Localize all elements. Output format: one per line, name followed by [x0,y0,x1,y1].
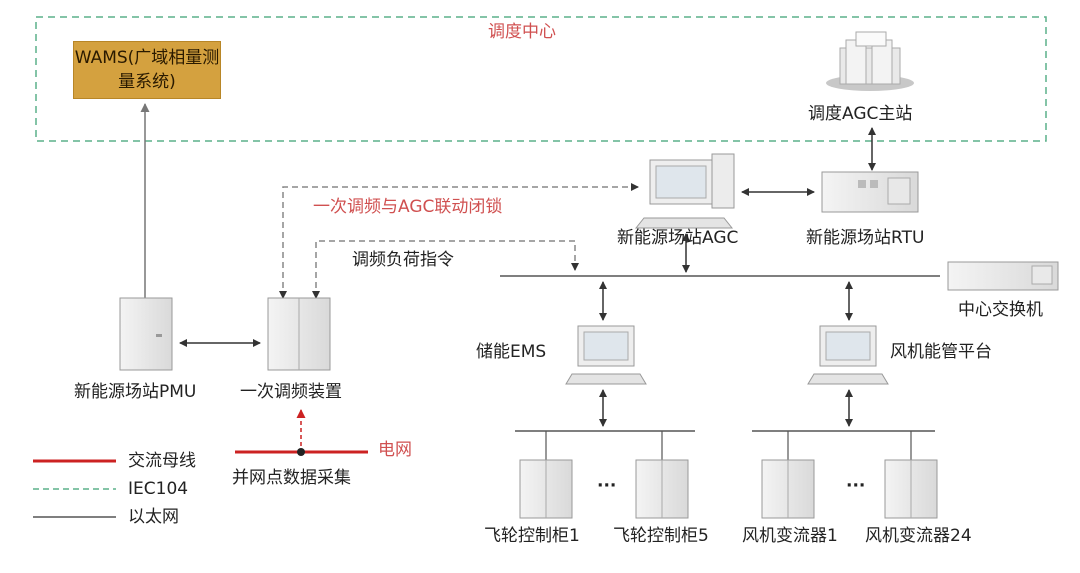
load-command-link [312,240,579,299]
converter-ellipsis: ··· [846,476,866,496]
interlock-link [279,183,639,299]
flywheel-cabinet-5-icon [635,459,689,519]
dispatch-center-title: 调度中心 [488,22,556,42]
grid-tap-dot [297,448,305,456]
pfr-device-label: 一次调频装置 [240,382,342,402]
wams-box: WAMS(广域相量测量系统) [73,41,221,99]
flywheel-5-label: 飞轮控制柜5 [613,526,709,546]
central-switch-label: 中心交换机 [958,300,1043,320]
station-rtu-icon [821,171,919,213]
agc-master-label: 调度AGC主站 [808,104,913,124]
legend-ethernet-label: 以太网 [128,507,179,527]
flywheel-ellipsis: ··· [597,476,617,496]
flywheel-1-label: 飞轮控制柜1 [484,526,580,546]
station-agc-label: 新能源场站AGC [617,228,739,248]
station-rtu-label: 新能源场站RTU [806,228,925,248]
agc-master-server-icon [826,31,914,91]
station-agc-computer-icon [634,153,735,229]
station-pmu-label: 新能源场站PMU [74,382,197,402]
legend-iec104-label: IEC104 [128,479,189,499]
load-command-label: 调频负荷指令 [352,250,454,270]
pfr-device-icon [267,297,331,371]
legend-ac-bus-label: 交流母线 [128,451,196,471]
converter-24-label: 风机变流器24 [865,526,972,546]
grid-sampling-label: 并网点数据采集 [232,468,351,488]
converter-1-icon [761,459,815,519]
converter-1-label: 风机变流器1 [742,526,838,546]
wind-platform-computer-icon [807,325,889,385]
storage-ems-label: 储能EMS [476,342,547,362]
converter-24-icon [884,459,938,519]
interlock-label: 一次调频与AGC联动闭锁 [313,197,503,217]
pmu-cabinet-icon [119,297,173,371]
storage-ems-computer-icon [565,325,647,385]
grid-label: 电网 [378,440,412,460]
dispatch-center-box [35,16,1047,142]
flywheel-cabinet-1-icon [519,459,573,519]
wind-platform-label: 风机能管平台 [890,342,992,362]
central-switch-icon [947,261,1059,291]
